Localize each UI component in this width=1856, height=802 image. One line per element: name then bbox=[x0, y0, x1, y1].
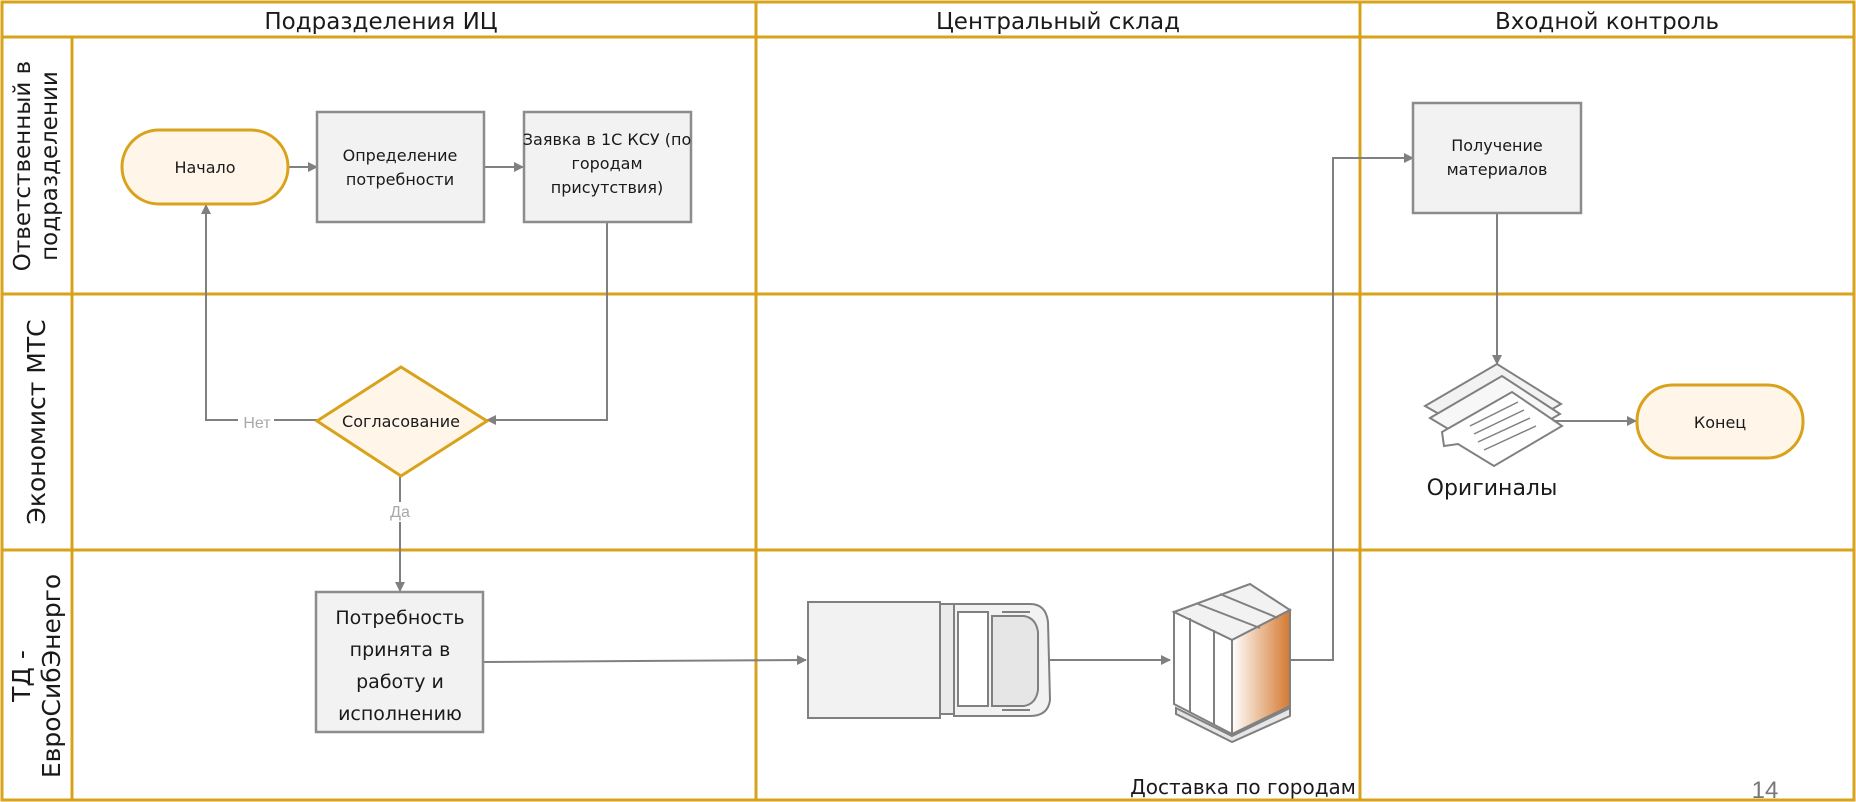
document-line-1 bbox=[1469, 401, 1519, 427]
node-accepted-line-2: принята в bbox=[350, 639, 451, 661]
connectors bbox=[201, 153, 1637, 666]
lane-title-responsible-line-2: подразделении bbox=[37, 71, 63, 261]
node-start: Начало bbox=[120, 128, 290, 206]
column-header-central-warehouse: Центральный склад bbox=[936, 9, 1180, 35]
node-receive: Получение материалов bbox=[1411, 101, 1583, 215]
page-number: 14 bbox=[1752, 777, 1779, 802]
node-end: Конец bbox=[1635, 383, 1805, 460]
package-right bbox=[1231, 608, 1291, 736]
delivery-label: Доставка по городам bbox=[1130, 775, 1356, 799]
node-receive-line-1: Получение bbox=[1451, 136, 1543, 155]
lane-title-responsible-line-1: Ответственный в bbox=[10, 61, 36, 271]
node-accepted-line-1: Потребность bbox=[335, 607, 464, 629]
lane-title-economist: Экономист МТС bbox=[22, 319, 51, 524]
package-pallet bbox=[1175, 706, 1291, 744]
document-line-4 bbox=[1483, 425, 1537, 451]
node-accepted-line-3: работу и bbox=[356, 671, 444, 693]
node-need: Определение потребности bbox=[315, 110, 486, 224]
node-need-line-1: Определение bbox=[343, 146, 458, 165]
truck-coupling bbox=[939, 603, 955, 715]
node-request-line-1: Заявка в 1С КСУ (по bbox=[523, 130, 691, 149]
documents-icon bbox=[1422, 362, 1564, 468]
column-header-divisions: Подразделения ИЦ bbox=[264, 9, 497, 35]
node-accepted: Потребность принята в работу и исполнени… bbox=[314, 590, 485, 734]
node-end-label: Конец bbox=[1694, 413, 1746, 432]
node-approval: Согласование bbox=[314, 365, 490, 478]
edge-accepted-to-truck bbox=[482, 655, 807, 666]
truck-window bbox=[957, 611, 989, 707]
document-sheet-front bbox=[1440, 390, 1564, 468]
lane-title-td-line-2: ЕвроСибЭнерго bbox=[37, 574, 66, 778]
truck-trailer bbox=[807, 601, 941, 719]
package-strap-3 bbox=[1197, 603, 1261, 629]
document-line-2 bbox=[1473, 409, 1525, 435]
node-request-line-3: присутствия) bbox=[551, 178, 663, 197]
edge-label-yes-bg bbox=[384, 502, 416, 522]
edge-label-no: Нет bbox=[243, 415, 271, 432]
node-approval-label: Согласование bbox=[342, 412, 460, 431]
node-request: Заявка в 1С КСУ (по городам присутствия) bbox=[522, 110, 693, 224]
package-strap-4 bbox=[1219, 593, 1279, 619]
column-headers: Подразделения ИЦ Центральный склад Входн… bbox=[264, 9, 1719, 35]
edge-label-no-bg bbox=[238, 412, 274, 432]
truck-icon bbox=[807, 601, 1052, 719]
node-request-line-2: городам bbox=[571, 154, 642, 173]
edge-request-to-approval bbox=[486, 222, 608, 425]
lane-titles: Ответственный в подразделении Экономист … bbox=[7, 61, 66, 778]
node-need-line-2: потребности bbox=[346, 170, 454, 189]
document-line-3 bbox=[1477, 417, 1531, 443]
edge-label-yes: Да bbox=[390, 504, 410, 521]
edge-package-to-receive bbox=[1290, 153, 1414, 661]
originals-label: Оригиналы bbox=[1427, 476, 1558, 501]
edge-approval-to-start bbox=[201, 204, 317, 421]
column-header-incoming-control: Входной контроль bbox=[1495, 9, 1719, 35]
node-start-label: Начало bbox=[174, 158, 235, 177]
node-receive-line-2: материалов bbox=[1447, 160, 1548, 179]
lane-title-td-line-1: ТД - bbox=[7, 650, 36, 703]
node-accepted-line-4: исполнению bbox=[338, 703, 462, 725]
package-icon bbox=[1171, 582, 1292, 744]
truck-hood bbox=[991, 615, 1039, 707]
